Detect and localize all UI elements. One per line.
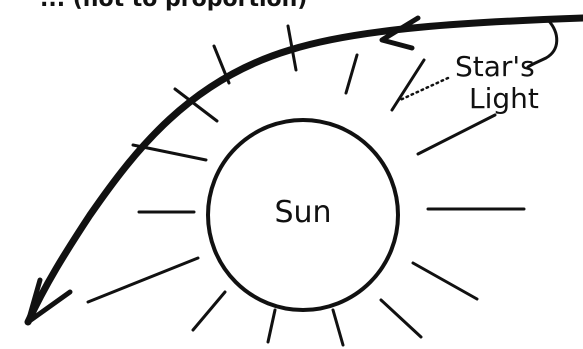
star-light-label-line2: Light — [469, 82, 539, 115]
sun-ray — [381, 300, 421, 337]
header-text-fragment: ... (not to proportion) — [40, 0, 307, 12]
sun-label: Sun — [274, 195, 331, 230]
sun-ray — [88, 258, 198, 302]
sun-ray — [413, 263, 477, 299]
sun-ray — [346, 55, 357, 93]
sun-ray — [333, 310, 343, 345]
sun-ray — [268, 310, 275, 342]
star-light-label-line1: Star's — [455, 50, 535, 83]
sun-ray — [392, 60, 424, 110]
sun-ray — [193, 292, 225, 330]
sun-ray — [418, 115, 495, 154]
